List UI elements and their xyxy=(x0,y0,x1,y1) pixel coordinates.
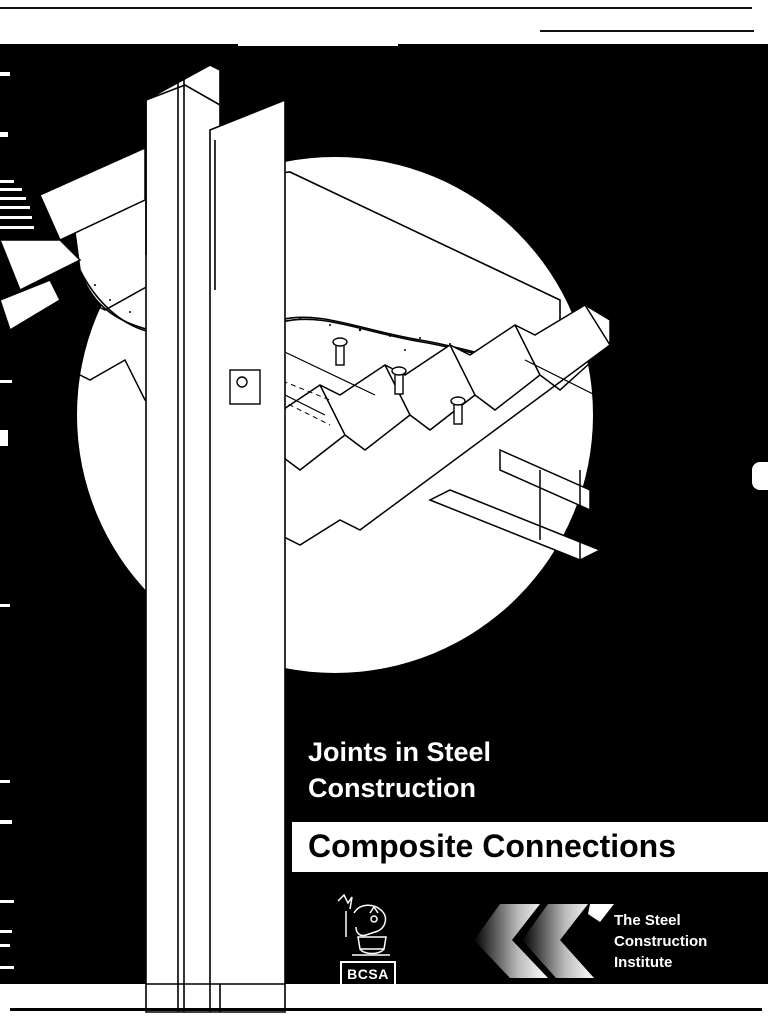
scan-artifact xyxy=(0,900,14,903)
sci-name: The Steel Construction Institute xyxy=(614,910,707,973)
scan-artifact xyxy=(0,930,12,933)
series-title: Joints in Steel Construction xyxy=(308,734,728,806)
series-title-line1: Joints in Steel xyxy=(308,737,492,767)
shear-studs xyxy=(332,337,466,425)
scan-artifact xyxy=(0,604,10,607)
document-title: Composite Connections xyxy=(308,828,677,864)
steel-column xyxy=(145,64,286,1011)
sci-chevron-icon xyxy=(474,904,614,978)
scan-artifact xyxy=(0,380,12,383)
scan-artifact xyxy=(752,462,768,490)
scan-artifact xyxy=(0,216,32,219)
bcsa-label: BCSA xyxy=(340,961,396,987)
sci-name-line1: The Steel xyxy=(614,912,681,929)
scan-artifact xyxy=(0,226,34,229)
top-dash xyxy=(238,44,398,46)
scan-artifact xyxy=(0,820,12,824)
scan-artifact xyxy=(0,72,10,76)
scan-artifact xyxy=(0,188,22,191)
title-band xyxy=(292,822,768,872)
scan-artifact xyxy=(0,944,10,947)
scan-artifact xyxy=(0,780,10,783)
bottom-rule xyxy=(10,1008,762,1011)
sci-name-line2: Construction xyxy=(614,933,708,950)
scan-artifact xyxy=(0,197,26,200)
bcsa-crest-icon xyxy=(337,893,390,956)
secondary-beam xyxy=(428,448,602,561)
series-title-line2: Construction xyxy=(308,773,476,803)
scan-artifact xyxy=(0,206,30,209)
sci-name-line3: Institute xyxy=(614,954,673,971)
top-rule-right xyxy=(540,30,754,32)
scan-artifact xyxy=(0,966,14,969)
top-rule xyxy=(0,7,752,9)
bolted-connection xyxy=(229,369,261,405)
scan-artifact xyxy=(0,132,8,137)
scan-artifact xyxy=(0,430,8,446)
bottom-margin xyxy=(0,984,768,1024)
scan-artifact xyxy=(0,180,14,183)
main-beam-left xyxy=(0,146,146,332)
